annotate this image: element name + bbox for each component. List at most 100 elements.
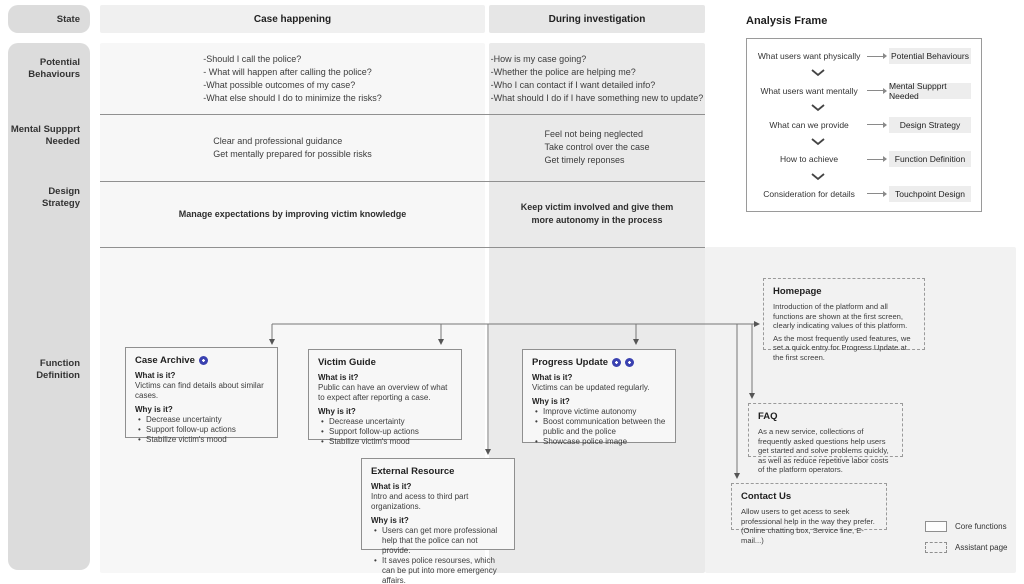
- why-bullet: Users can get more professional help tha…: [371, 526, 505, 556]
- cell-design-strategy-during-investigation: Keep victim involved and give them more …: [489, 181, 705, 247]
- chevron-down-icon: [757, 172, 879, 181]
- analysis-frame-row: What users want mentally Mental Suppprt …: [757, 81, 971, 101]
- frame-question: What users want mentally: [760, 85, 858, 96]
- arrow-right-icon: [867, 121, 887, 128]
- legend-core-functions: Core functions: [925, 521, 1007, 532]
- assistant-text: As the most frequently used features, we…: [773, 333, 911, 362]
- col2-body-band: [489, 43, 705, 573]
- cell-potential-behaviours-during-investigation: -How is my case going? -Whether the poli…: [489, 43, 705, 114]
- card-title-text: External Resource: [371, 466, 455, 477]
- analysis-frame-row: How to achieve Function Definition: [757, 151, 971, 168]
- label-line: Behaviours: [28, 69, 80, 80]
- what-text: Public can have an overview of what to e…: [318, 383, 448, 402]
- state-label-box: [8, 5, 90, 33]
- cell-line: -What possible outcomes of my case?: [203, 79, 356, 90]
- assistant-card-faq: FAQ As a new service, collections of fre…: [748, 403, 903, 474]
- function-card-title: Victim Guide: [318, 357, 452, 368]
- label-line: Mental Suppprt: [10, 124, 80, 135]
- cell-line: Get mentally prepared for possible risks: [213, 148, 372, 159]
- dashed-box-swatch-icon: [925, 542, 947, 553]
- column-header-during-investigation: During investigation: [548, 13, 646, 25]
- touchpoint-badge-icon: [625, 358, 635, 367]
- row-divider: [100, 114, 705, 115]
- label-line: Design Strategy: [41, 186, 80, 209]
- cell-line: more autonomy in the process: [531, 215, 663, 225]
- cell-design-strategy-case-happening: Manage expectations by improving victim …: [100, 181, 485, 247]
- row-label-state: State: [56, 14, 80, 25]
- card-title-text: FAQ: [758, 411, 778, 422]
- function-card-external-resource: External Resource What is it? Intro and …: [361, 458, 515, 584]
- touchpoint-badge-icon: [198, 356, 208, 365]
- right-panel: [705, 247, 1016, 573]
- card-title-text: Victim Guide: [318, 357, 376, 368]
- frame-target: Function Definition: [889, 151, 971, 168]
- cell-line: Keep victim involved and give them: [520, 202, 674, 212]
- what-is-it-label: What is it?: [532, 373, 573, 382]
- why-bullet: Support follow-up actions: [318, 427, 452, 437]
- why-bullet: Showcase police image: [532, 437, 666, 447]
- function-card-title: Case Archive: [135, 355, 268, 366]
- chevron-down-icon: [757, 138, 879, 146]
- why-is-it-label: Why is it?: [532, 397, 570, 406]
- cell-line: -Should I call the police?: [203, 53, 302, 64]
- analysis-frame-row: Consideration for details Touchpoint Des…: [757, 185, 971, 202]
- what-text: Victims can be updated regularly.: [532, 383, 650, 392]
- frame-question: Consideration for details: [763, 188, 855, 199]
- frame-target: Potential Behaviours: [889, 48, 971, 65]
- assistant-card-homepage: Homepage Introduction of the platform an…: [763, 278, 925, 362]
- what-text: Victims can find details about similar c…: [135, 381, 264, 400]
- solid-box-swatch-icon: [925, 521, 947, 532]
- frame-target: Touchpoint Design: [889, 185, 971, 202]
- row-label-function-definition: Function Definition: [8, 358, 80, 382]
- cell-line: -Whether the police are helping me?: [490, 66, 636, 77]
- why-is-it-label: Why is it?: [135, 405, 173, 414]
- why-bullet: Stabilize victim's mood: [318, 437, 452, 447]
- row-divider: [100, 247, 705, 248]
- why-bullet: Decrease uncertainty: [318, 417, 452, 427]
- label-line: Needed: [45, 136, 80, 147]
- function-card-title: Progress Update: [532, 357, 666, 368]
- cell-line: -What else should I do to minimize the r…: [203, 92, 382, 103]
- row-divider: [100, 181, 705, 182]
- card-title-text: Progress Update: [532, 357, 609, 368]
- cell-line: -Who I can contact if I want detailed in…: [490, 79, 656, 90]
- function-card-case-archive: Case Archive What is it? Victims can fin…: [125, 347, 278, 445]
- analysis-frame-row: What can we provide Design Strategy: [757, 116, 971, 133]
- label-line: Definition: [36, 370, 80, 381]
- col2-header-band: [489, 5, 705, 33]
- assistant-card-title: FAQ: [758, 411, 893, 422]
- frame-target: Design Strategy: [889, 116, 971, 133]
- card-title-text: Contact Us: [741, 491, 792, 502]
- why-bullet: It saves police resourses, which can be …: [371, 556, 505, 584]
- assistant-text: As a new service, collections of frequen…: [758, 427, 889, 475]
- cell-line: Get timely reponses: [544, 155, 625, 165]
- assistant-card-title: Homepage: [773, 286, 915, 297]
- card-title-text: Case Archive: [135, 355, 195, 366]
- label-line: Potential: [39, 57, 80, 68]
- assistant-card-contact-us: Contact Us Allow users to get acess to s…: [731, 483, 887, 545]
- legend-assistant-page: Assistant page: [925, 542, 1007, 553]
- frame-target: Mental Suppprt Needed: [889, 81, 971, 101]
- cell-line: -How is my case going?: [490, 53, 587, 64]
- cell-line: - What will happen after calling the pol…: [203, 66, 372, 77]
- analysis-frame-title: Analysis Frame: [746, 15, 828, 27]
- cell-mental-support-case-happening: Clear and professional guidance Get ment…: [100, 114, 485, 181]
- row-label-mental-support: Mental Suppprt Needed: [8, 124, 80, 148]
- why-is-it-label: Why is it?: [371, 516, 409, 525]
- card-title-text: Homepage: [773, 286, 822, 297]
- cell-line: Feel not being neglected: [544, 129, 644, 139]
- arrow-right-icon: [867, 87, 887, 94]
- why-bullet: Support follow-up actions: [135, 425, 268, 435]
- chevron-down-icon: [757, 69, 879, 77]
- cell-mental-support-during-investigation: Feel not being neglected Take control ov…: [489, 114, 705, 181]
- what-is-it-label: What is it?: [371, 482, 412, 491]
- assistant-card-title: Contact Us: [741, 491, 877, 502]
- function-card-title: External Resource: [371, 466, 505, 477]
- why-bullet: Boost communication between the public a…: [532, 417, 666, 437]
- why-bullet: Improve victime autonomy: [532, 407, 666, 417]
- why-bullet: Stabilize victim's mood: [135, 435, 268, 445]
- row-label-potential-behaviours: Potential Behaviours: [8, 57, 80, 81]
- why-is-it-label: Why is it?: [318, 407, 356, 416]
- row-label-design-strategy: Design Strategy: [8, 186, 80, 210]
